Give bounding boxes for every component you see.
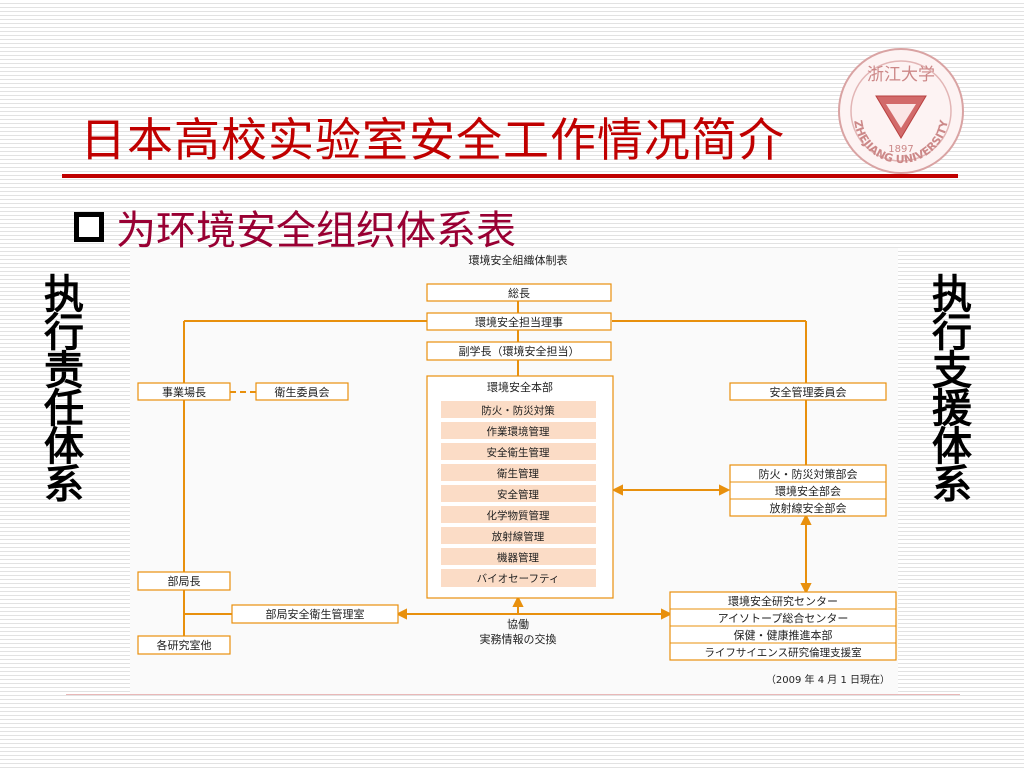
dept-office-box: [231, 604, 399, 624]
labs-box: [137, 635, 231, 655]
center-label: ライフサイエンス研究倫理支援室: [704, 646, 861, 659]
section-label: 機器管理: [497, 551, 539, 564]
section-label: バイオセーフティ: [477, 573, 560, 585]
center-label: 保健・健康推進本部: [734, 628, 833, 642]
site-manager-box: [137, 382, 231, 401]
section-box: [441, 548, 596, 565]
section-box: [441, 422, 596, 439]
section-label: 作業環境管理: [487, 425, 550, 438]
dept-office-label: 部局安全衛生管理室: [266, 607, 365, 621]
section-label: 安全衛生管理: [487, 446, 550, 459]
date-note: （2009 年 4 月 1 日現在）: [766, 673, 890, 686]
university-seal-icon: 浙江大学 1897 ZHEJIANG UNIVERSITY: [838, 48, 964, 174]
section-list: 防火・防災対策 作業環境管理 安全衛生管理 衛生管理 安全管理 化学物質管理 放…: [441, 401, 596, 587]
cooperation-sub-label: 実務情報の交換: [480, 632, 557, 646]
site-manager-label: 事業場長: [162, 386, 206, 399]
health-committee-label: 衛生委員会: [275, 385, 330, 399]
subcommittee-label: 防火・防災対策部会: [759, 467, 858, 481]
section-box: [441, 485, 596, 502]
connector-lines: [183, 301, 812, 636]
title-divider: [62, 174, 958, 178]
vice-president-label: 副学長（環境安全担当）: [459, 344, 580, 358]
left-vertical-label: 执行责任体系: [44, 272, 84, 508]
section-box: [441, 443, 596, 460]
president-label: 総長: [508, 286, 530, 300]
section-box: [441, 401, 596, 418]
section-box: [441, 527, 596, 544]
subcommittee-label: 環境安全部会: [775, 484, 841, 498]
section-box: [441, 464, 596, 481]
headquarters-label: 環境安全本部: [487, 380, 553, 394]
cooperation-label: 協働: [507, 618, 529, 631]
labs-label: 各研究室他: [157, 638, 212, 652]
section-label: 放射線管理: [492, 530, 545, 543]
section-label: 安全管理: [497, 488, 539, 501]
subcommittees-box: [729, 464, 887, 517]
section-label: 防火・防災対策: [481, 404, 555, 417]
org-chart-panel: 環境安全組織体制表 総長 環境安全担当理事 副学長（環境安全担当） 環境安全本部…: [130, 248, 898, 694]
section-label: 化学物質管理: [487, 509, 550, 522]
right-vertical-label: 执行支援体系: [932, 272, 972, 508]
dept-head-box: [137, 571, 231, 591]
safety-committee-label: 安全管理委員会: [770, 385, 847, 399]
center-label: アイソトープ総合センター: [718, 611, 849, 625]
president-box: [426, 283, 612, 302]
director-box: [426, 312, 612, 331]
health-committee-box: [255, 382, 349, 401]
bullet-item: 为环境安全组织体系表: [74, 202, 516, 254]
seal-chinese-text: 浙江大学: [867, 65, 935, 85]
chart-title: 環境安全組織体制表: [469, 253, 568, 267]
org-chart: 環境安全組織体制表 総長 環境安全担当理事 副学長（環境安全担当） 環境安全本部…: [137, 253, 897, 686]
subcommittee-label: 放射線安全部会: [770, 501, 847, 515]
center-label: 環境安全研究センター: [728, 594, 838, 608]
seal-year-text: 1897: [888, 144, 913, 155]
vice-president-box: [426, 341, 612, 361]
bullet-text: 为环境安全组织体系表: [116, 208, 516, 254]
bullet-square-icon: [74, 212, 104, 242]
section-box: [441, 506, 596, 523]
dept-head-label: 部局長: [168, 574, 201, 588]
section-label: 衛生管理: [497, 467, 539, 480]
chart-bottom-rule: [66, 694, 960, 695]
safety-committee-box: [729, 382, 887, 401]
slide-title: 日本高校实验室安全工作情况简介: [80, 113, 785, 167]
director-label: 環境安全担当理事: [475, 315, 563, 329]
section-box: [441, 569, 596, 587]
